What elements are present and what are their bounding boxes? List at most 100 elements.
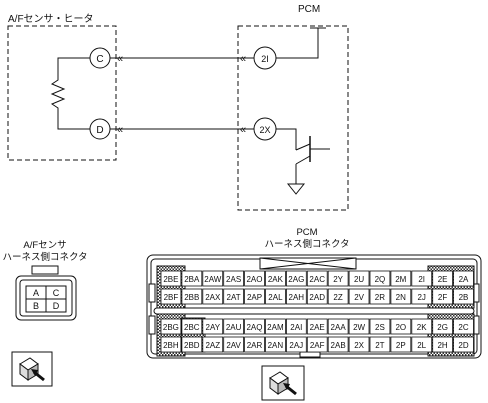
pcm-pin-label: 2AI [290,323,302,332]
pcm-pin-cell [348,288,370,305]
pcm-pin-cell [348,318,370,335]
ground-icon [286,183,306,195]
pcm-pin-cell [369,336,391,353]
pcm-pin-cell [181,270,203,287]
pcm-pin-label: 2AP [247,293,262,302]
pcm-pin-label: 2W [353,323,365,332]
pcm-pin-label: 2T [375,341,384,350]
pcm-pin-cell [265,288,286,305]
pcm-pin-cell [327,318,349,335]
pcm-box [237,25,349,211]
sensor-terminal-c-label: C [96,54,103,65]
pcm-pin-label: 2I [418,275,425,284]
pcm-pin-label: 2BG [163,323,179,332]
pcm-pin-label: 2AC [309,275,325,284]
pcm-pin-label: 2AU [226,323,242,332]
pcm-pin-label: 2AG [288,275,304,284]
pcm-pin-label: 2AY [206,323,221,332]
pcm-pin-label: 2M [395,275,406,284]
pcm-pin-cell [181,288,203,305]
sensor-connector [15,265,77,321]
pcm-pin-label: 2AB [331,341,346,350]
pcm-pin-cell [244,288,265,305]
pcm-pin-label: 2BC [184,323,200,332]
pcm-pin-cell [453,288,474,305]
pcm-title: PCM [298,4,320,15]
pcm-pin-label: 2S [375,323,385,332]
pcm-pin-cell [223,270,244,287]
pcm-pin-label: 2X [354,341,364,350]
sensor-pin-label: B [33,301,39,311]
pcm-pin-label: 2AA [331,323,347,332]
pcm-pin-cell [285,336,307,353]
connector-view-icon [261,365,305,401]
pcm-pin-label: 2H [437,341,447,350]
sensor-terminal-d-label: D [96,125,103,136]
pcm-pin-cell [202,336,224,353]
pcm-pin-label: 2AD [309,293,325,302]
pcm-pin-cell [223,318,244,335]
pcm-pin-cell [327,336,349,353]
pcm-pin-cell [202,270,224,287]
pcm-pin-cell [202,288,224,305]
pcm-pin-cell [390,336,412,353]
pcm-pin-label: 2AO [246,275,262,284]
pcm-pin-label: 2J [417,293,425,302]
pcm-pin-cell [390,288,412,305]
pcm-pin-cell [285,288,307,305]
connector-chevron-icon: « [240,53,246,65]
pcm-terminal-2x-label: 2X [259,125,270,135]
transistor-lead [295,143,311,151]
pcm-pin-label: 2C [458,323,468,332]
pcm-pin-cell [160,288,182,305]
pcm-pin-cell [306,318,328,335]
sensor-pin-label: D [53,301,60,311]
pcm-pin-label: 2BA [184,275,200,284]
connector-view-icon [11,351,53,387]
pcm-pin-label: 2U [354,275,364,284]
pcm-pin-label: 2O [395,323,406,332]
pcm-pin-label: 2AV [226,341,241,350]
pcm-pin-label: 2Q [375,275,386,284]
pcm-pin-cell [244,318,265,335]
sensor-connector-title-line1: A/Fセンサ [23,240,66,251]
pcm-pin-label: 2AN [268,341,284,350]
pcm-pin-cell [411,270,433,287]
pcm-pin-cell [223,336,244,353]
sensor-pin-d [45,298,67,313]
pcm-pin-label: 2K [417,323,427,332]
pcm-connector-title-line1: PCM [296,227,317,238]
pcm-pin-cell [265,318,286,335]
pcm-pin-cell [411,318,433,335]
pcm-pin-cell [181,336,203,353]
pcm-pin-cell [244,336,265,353]
pcm-pin-label: 2BH [163,341,179,350]
pcm-pin-label: 2BE [163,275,178,284]
pcm-terminal-2i-label: 2I [261,54,269,64]
pcm-pin-cell [453,318,474,335]
pcm-pin-label: 2Y [333,275,343,284]
pcm-pin-label: 2AT [227,293,241,302]
pcm-pin-label: 2D [458,341,468,350]
connector-chevron-icon: « [117,124,123,136]
pcm-pin-cell [160,270,182,287]
pcm-pin-label: 2N [396,293,406,302]
pcm-pin-label: 2AR [247,341,263,350]
pcm-pin-label: 2F [438,293,447,302]
pcm-pin-label: 2BF [164,293,179,302]
pcm-pin-label: 2AZ [205,341,220,350]
pcm-pin-cell [306,288,328,305]
sensor-pin-label: A [33,288,39,298]
pcm-pin-cell [348,270,370,287]
pcm-pin-cell [306,336,328,353]
connector-chevron-icon: « [240,124,246,136]
pcm-pin-label: 2L [417,341,426,350]
pcm-pin-cell [160,318,182,335]
pcm-pin-label: 2BB [184,293,199,302]
pcm-pin-label: 2Z [333,293,342,302]
pcm-pin-label: 2BD [184,341,200,350]
pcm-connector-title-line2: ハーネス側コネクタ [264,238,349,250]
pcm-pin-label: 2AL [268,293,283,302]
